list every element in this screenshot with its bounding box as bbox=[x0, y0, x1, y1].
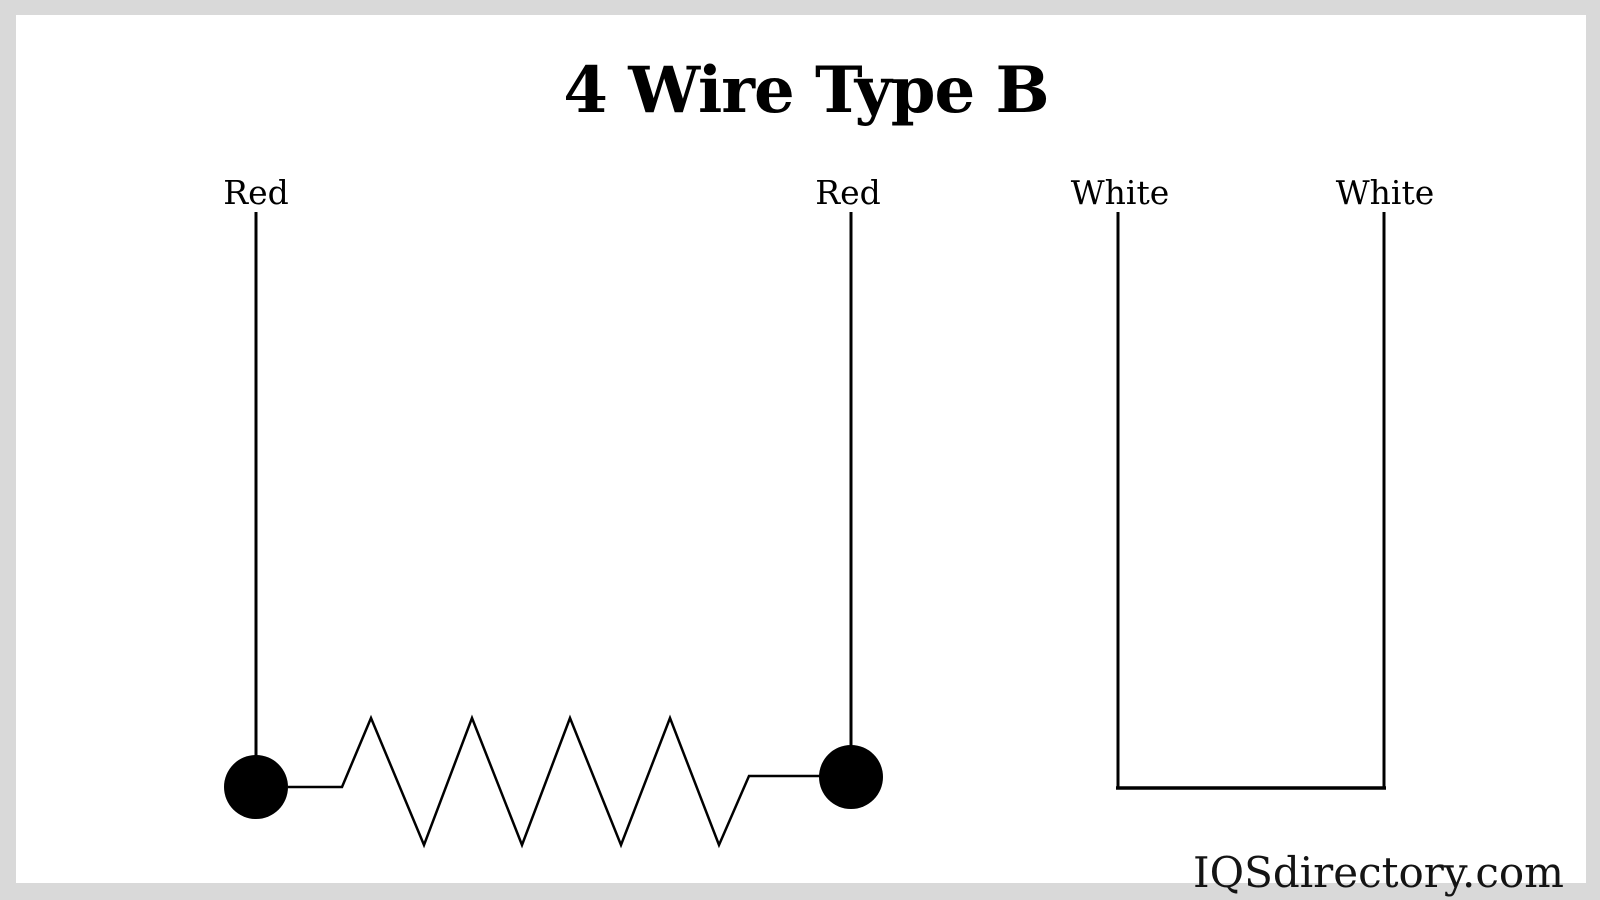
terminal-dot-right bbox=[819, 745, 883, 809]
resistor-zigzag bbox=[288, 714, 820, 849]
watermark-text: IQSdirectory.com bbox=[1193, 848, 1564, 897]
terminal-dot-left bbox=[224, 755, 288, 819]
diagram-title: 4 Wire Type B bbox=[563, 53, 1049, 128]
wire-label-white-1: White bbox=[1070, 173, 1170, 212]
diagram-panel: 4 Wire Type B Red Red White White IQSdir… bbox=[16, 15, 1586, 894]
wiring-diagram bbox=[224, 212, 1386, 849]
wire-label-red-1: Red bbox=[223, 173, 289, 212]
wire-label-white-2: White bbox=[1335, 173, 1435, 212]
wire-label-red-2: Red bbox=[815, 173, 881, 212]
